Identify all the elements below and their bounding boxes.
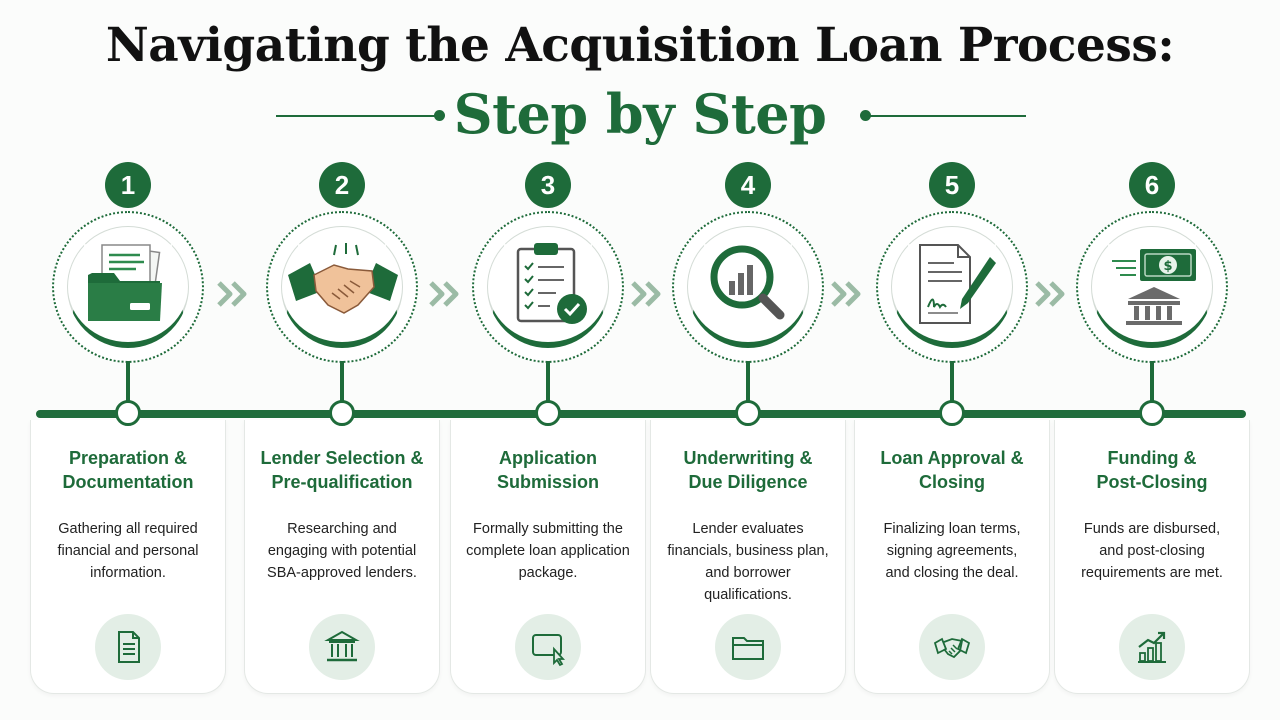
page-subtitle: Step by Step xyxy=(453,82,827,146)
step-4: 4 Underwriting &Due Diligence Lender eva… xyxy=(648,0,848,720)
bank-icon xyxy=(324,630,360,662)
step-icon-ring xyxy=(876,211,1028,363)
timeline-bar xyxy=(36,410,1246,418)
screen-cursor-icon xyxy=(532,634,566,667)
timeline-pin xyxy=(535,400,561,426)
step-icon-ring xyxy=(52,211,204,363)
folder-documents-icon xyxy=(88,244,162,321)
timeline-pin xyxy=(735,400,761,426)
step-small-icon xyxy=(515,614,581,680)
document-icon xyxy=(118,631,140,663)
step-number-badge: 3 xyxy=(525,162,571,208)
step-5: 5 Loan Approval &Closing Finalizing loan… xyxy=(852,0,1052,720)
step-number-badge: 1 xyxy=(105,162,151,208)
page-title: Navigating the Acquisition Loan Process: xyxy=(105,18,1175,73)
step-number-badge: 6 xyxy=(1129,162,1175,208)
step-small-icon xyxy=(1119,614,1185,680)
chevron-right-icon xyxy=(1035,281,1065,307)
subtitle-row: Step by Step xyxy=(0,82,1280,148)
step-icon-ring xyxy=(672,211,824,363)
step-icon-ring: $ xyxy=(1076,211,1228,363)
money-bank-icon: $ xyxy=(1112,249,1196,325)
clipboard-check-icon xyxy=(516,243,587,324)
step-number-badge: 2 xyxy=(319,162,365,208)
timeline-pin xyxy=(939,400,965,426)
step-small-icon xyxy=(715,614,781,680)
timeline-pin xyxy=(329,400,355,426)
chevron-right-icon xyxy=(831,281,861,307)
handshake-icon xyxy=(933,637,971,659)
subtitle-rule-left xyxy=(276,115,438,117)
step-icon-ring xyxy=(266,211,418,363)
handshake-icon xyxy=(288,243,398,314)
timeline-pin xyxy=(115,400,141,426)
step-title: Funding &Post-Closing xyxy=(1096,448,1208,492)
subtitle-rule-right xyxy=(864,115,1026,117)
step-small-icon xyxy=(95,614,161,680)
chevron-right-icon xyxy=(217,281,247,307)
chevron-right-icon xyxy=(429,281,459,307)
folder-icon xyxy=(732,637,764,660)
step-number-badge: 5 xyxy=(929,162,975,208)
svg-text:$: $ xyxy=(1163,259,1172,274)
magnifier-chart-icon xyxy=(710,245,785,320)
step-6: 6 $ Funding &Post-Closing xyxy=(1052,0,1252,720)
step-1: 1 Preparation &Documentation Gathering a… xyxy=(28,0,228,720)
chevron-right-icon xyxy=(631,281,661,307)
subtitle-rule-dot-left xyxy=(434,110,445,121)
step-title: Lender Selection &Pre-qualification xyxy=(260,448,424,492)
step-icon-ring xyxy=(472,211,624,363)
contract-pen-icon xyxy=(919,244,996,324)
timeline-pin xyxy=(1139,400,1165,426)
step-description: Finalizing loan terms,signing agreements… xyxy=(883,521,1021,581)
step-number-badge: 4 xyxy=(725,162,771,208)
step-2: 2 Lender Selection &Pre-qualification Re… xyxy=(242,0,442,720)
step-small-icon xyxy=(309,614,375,680)
step-title: Underwriting &Due Diligence xyxy=(683,448,813,492)
step-title: Loan Approval &Closing xyxy=(880,448,1024,492)
step-small-icon xyxy=(919,614,985,680)
growth-chart-icon xyxy=(1138,631,1166,663)
step-title: Preparation &Documentation xyxy=(62,448,194,492)
